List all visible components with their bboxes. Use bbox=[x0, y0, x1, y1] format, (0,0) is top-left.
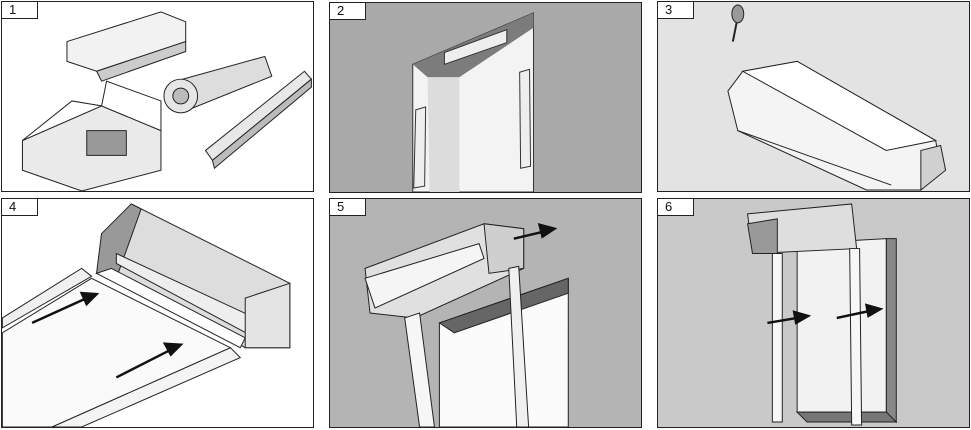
step-6-panel: 6 bbox=[657, 198, 970, 428]
step-number: 6 bbox=[658, 199, 694, 216]
mount-box-illustration bbox=[364, 223, 569, 427]
step-number: 4 bbox=[2, 199, 38, 216]
step-number: 1 bbox=[2, 2, 38, 19]
unpacking-illustration bbox=[21, 11, 313, 191]
slats-insertion-illustration bbox=[2, 203, 291, 427]
step-4-panel: 4 bbox=[1, 198, 314, 428]
step-number: 3 bbox=[658, 2, 694, 19]
step-3-panel: 3 bbox=[657, 1, 970, 192]
step-5-panel: 5 bbox=[329, 198, 642, 428]
step-number: 2 bbox=[330, 3, 366, 20]
step-1-panel: 1 bbox=[1, 1, 314, 192]
step-number: 5 bbox=[330, 199, 366, 216]
step-2-panel: 2 bbox=[329, 2, 642, 193]
wall-opening-level-illustration bbox=[412, 12, 534, 192]
screw-box-illustration bbox=[727, 4, 947, 191]
guide-rails-fixing-illustration bbox=[747, 203, 898, 426]
